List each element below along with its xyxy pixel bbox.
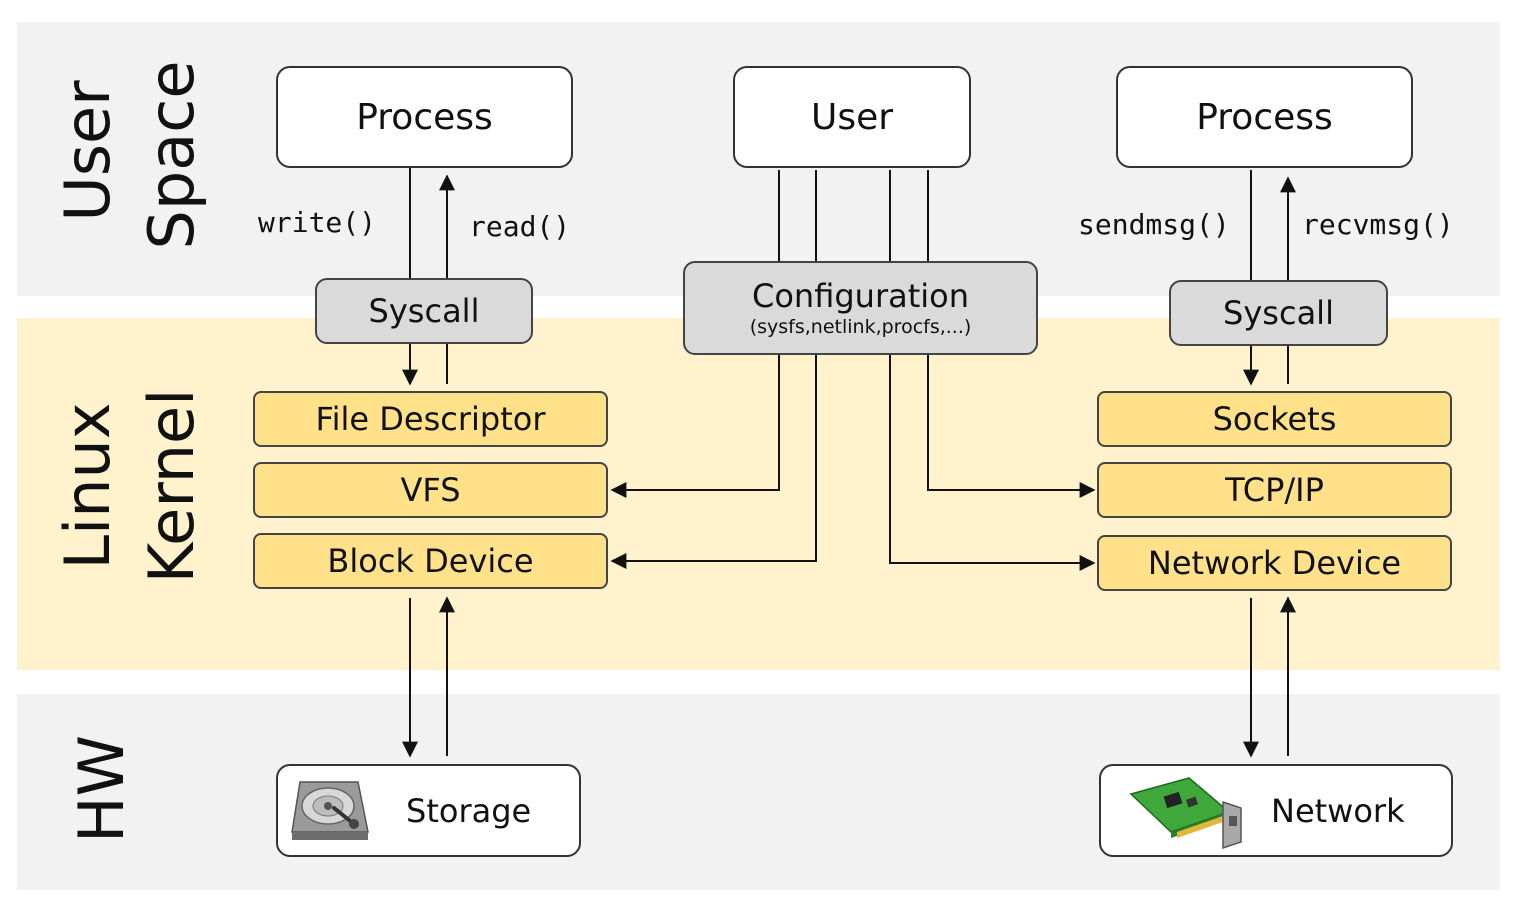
read-call-label: read() <box>469 210 571 243</box>
configuration-subtitle: (sysfs,netlink,procfs,...) <box>749 316 972 338</box>
sendmsg-call-label: sendmsg() <box>1078 208 1230 241</box>
network-device-box: Network Device <box>1097 535 1452 591</box>
network-box: Network <box>1099 764 1453 857</box>
vfs-box: VFS <box>253 462 608 518</box>
left-syscall-box: Syscall <box>315 278 533 344</box>
write-call-label: write() <box>258 206 377 239</box>
user-box: User <box>733 66 971 168</box>
file-descriptor-box: File Descriptor <box>253 391 608 447</box>
network-card-icon <box>1129 777 1242 850</box>
recvmsg-call-label: recvmsg() <box>1302 208 1454 241</box>
storage-box: Storage <box>276 764 581 857</box>
configuration-title: Configuration <box>751 277 969 315</box>
left-process-box: Process <box>276 66 573 168</box>
configuration-box: Configuration (sysfs,netlink,procfs,...) <box>683 261 1038 355</box>
right-process-box: Process <box>1116 66 1413 168</box>
hard-disk-icon <box>291 781 369 840</box>
right-syscall-box: Syscall <box>1169 280 1388 346</box>
sockets-box: Sockets <box>1097 391 1452 447</box>
storage-label: Storage <box>406 792 532 830</box>
network-label: Network <box>1271 792 1405 830</box>
block-device-box: Block Device <box>253 533 608 589</box>
tcp-ip-box: TCP/IP <box>1097 462 1452 518</box>
